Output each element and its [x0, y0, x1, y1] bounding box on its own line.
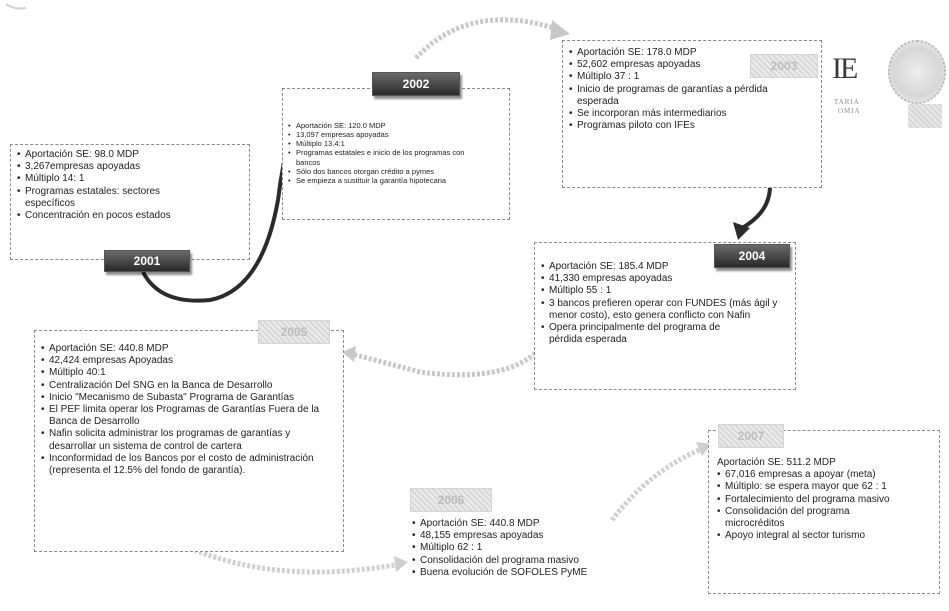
box-2007: Aportación SE: 511.2 MDP 67,016 empresas… [708, 430, 940, 594]
arrow-2002-2003 [414, 17, 561, 60]
arrow-2002-2003-head [550, 20, 570, 40]
arrow-2004-2005-head [342, 346, 356, 362]
item-2007-1: 67,016 empresas a apoyar (meta) [717, 469, 933, 481]
item-2002-6: Se empieza a sustituir la garantía hipot… [288, 176, 504, 185]
item-2003-6: Programas piloto con IFEs [569, 120, 815, 132]
item-2005-5: Inicio "Mecanismo de Subasta" Programa d… [41, 392, 311, 404]
arrow-2005-2006 [189, 545, 401, 575]
items-2005: Aportación SE: 440.8 MDP 42,424 empresas… [41, 343, 337, 477]
box-2006: Aportación SE: 440.8 MDP 48,155 empresas… [406, 514, 596, 610]
year-badge-2003: 2003 [750, 54, 818, 78]
items-2006: Aportación SE: 440.8 MDP 48,155 empresas… [412, 518, 590, 579]
arrow-2006-2007 [610, 445, 705, 522]
logo-caption-2: OMIA [838, 107, 861, 115]
year-badge-2002: 2002 [372, 72, 460, 96]
year-badge-2007: 2007 [718, 424, 784, 448]
item-2002-4: Programas estatales e inicio de los prog… [288, 148, 472, 166]
item-2006-3: Múltiplo 62 : 1 [412, 542, 590, 554]
logo: IE TARIA OMIA [828, 40, 946, 130]
item-2003-4: Inicio de programas de garantías a pérdi… [569, 84, 805, 108]
year-badge-2001: 2001 [104, 250, 190, 272]
items-2007: 67,016 empresas a apoyar (meta) Múltiplo… [717, 469, 933, 542]
arrow-2004-2005 [351, 336, 551, 378]
item-2004-4: 3 bancos prefieren operar con FUNDES (má… [541, 298, 781, 322]
item-2001-3: Múltiplo 14: 1 [17, 173, 243, 185]
item-2006-2: 48,155 empresas apoyadas [412, 530, 590, 542]
box-2002: Aportación SE: 120.0 MDP 13,097 empresas… [282, 88, 510, 220]
item-2006-1: Aportación SE: 440.8 MDP [412, 518, 590, 530]
item-2002-2: 13,097 empresas apoyadas [288, 130, 504, 139]
item-2001-1: Aportación SE: 98.0 MDP [17, 149, 243, 161]
logo-faint-block-icon [908, 104, 942, 128]
item-2004-2: 41,330 empresas apoyadas [541, 273, 789, 285]
seal-icon [888, 40, 946, 104]
item-2004-5: Opera principalmente del programa de pér… [541, 322, 749, 346]
item-2003-1: Aportación SE: 178.0 MDP [569, 47, 815, 59]
corner-arc [5, 3, 27, 10]
items-2001: Aportación SE: 98.0 MDP 3,267empresas ap… [17, 149, 243, 222]
item-2002-3: Múltiplo 13.4:1 [288, 139, 504, 148]
box-2001: Aportación SE: 98.0 MDP 3,267empresas ap… [10, 144, 250, 260]
item-2005-6: El PEF limita operar los Programas de Ga… [41, 404, 331, 428]
item-2002-5: Sólo dos bancos otorgan crédito a pymes [288, 167, 504, 176]
items-2004: Aportación SE: 185.4 MDP 41,330 empresas… [541, 261, 789, 346]
item-2006-4: Consolidación del programa masivo [412, 555, 590, 567]
item-2003-3: Múltiplo 37 : 1 [569, 71, 815, 83]
item-2002-1: Aportación SE: 120.0 MDP [288, 121, 504, 130]
items-2002: Aportación SE: 120.0 MDP 13,097 empresas… [288, 121, 504, 185]
arrow-2003-2004-head [733, 222, 750, 240]
item-2003-5: Se incorporan más intermediarios [569, 108, 815, 120]
header-2007: Aportación SE: 511.2 MDP [717, 457, 836, 468]
item-2007-3: Fortalecimiento del programa masivo [717, 494, 933, 506]
item-2001-4: Programas estatales: sectores específico… [17, 186, 207, 210]
item-2005-1: Aportación SE: 440.8 MDP [41, 343, 337, 355]
item-2005-7: Nafin solicita administrar los programas… [41, 428, 331, 452]
item-2004-1: Aportación SE: 185.4 MDP [541, 261, 789, 273]
item-2005-8: Inconformidad de los Bancos por el costo… [41, 453, 331, 477]
item-2004-3: Múltiplo 55 : 1 [541, 285, 789, 297]
box-2005: Aportación SE: 440.8 MDP 42,424 empresas… [34, 330, 344, 552]
item-2001-5: Concentración en pocos estados [17, 210, 243, 222]
year-badge-2005: 2005 [258, 320, 330, 344]
item-2007-2: Múltiplo: se espera mayor que 62 : 1 [717, 481, 933, 493]
item-2005-2: 42,424 empresas Apoyadas [41, 355, 337, 367]
item-2001-2: 3,267empresas apoyadas [17, 161, 243, 173]
item-2003-2: 52,602 empresas apoyadas [569, 59, 815, 71]
logo-letters: IE [832, 52, 858, 85]
year-badge-2004: 2004 [714, 244, 790, 268]
item-2007-5: Apoyo integral al sector turismo [717, 530, 933, 542]
items-2003: Aportación SE: 178.0 MDP 52,602 empresas… [569, 47, 815, 133]
item-2007-4: Consolidación del programa microcréditos [717, 506, 905, 530]
item-2006-5: Buena evolución de SOFOLES PyME [412, 567, 590, 579]
logo-caption-1: TARIA [834, 98, 860, 106]
year-badge-2006: 2006 [410, 488, 492, 512]
arrow-2005-2006-head [394, 556, 408, 572]
arrow-2003-2004 [740, 185, 772, 230]
item-2005-3: Múltiplo 40:1 [41, 367, 337, 379]
item-2005-4: Centralización Del SNG en la Banca de De… [41, 380, 337, 392]
